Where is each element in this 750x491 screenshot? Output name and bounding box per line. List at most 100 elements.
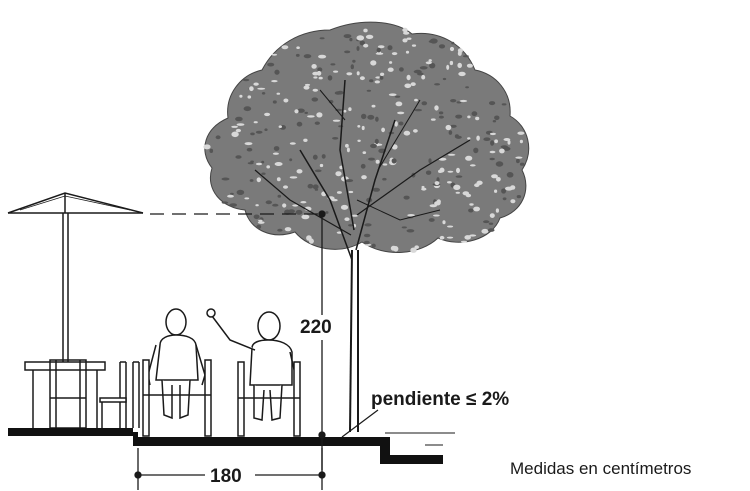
slope-label: pendiente ≤ 2% (371, 389, 509, 410)
leaf-mark (235, 128, 241, 133)
leaf-mark (304, 83, 311, 86)
leaf-mark (264, 112, 271, 117)
leaf-mark (495, 161, 504, 167)
leaf-mark (425, 170, 432, 175)
leaf-mark (272, 152, 279, 155)
leaf-mark (468, 208, 474, 213)
leaf-mark (380, 72, 385, 77)
leaf-mark (221, 201, 229, 204)
leaf-mark (434, 105, 439, 111)
leaf-mark (370, 60, 377, 66)
leaf-mark (487, 228, 495, 232)
leaf-mark (325, 211, 329, 214)
leaf-mark (414, 98, 418, 102)
leaf-mark (462, 191, 470, 196)
leaf-mark (256, 224, 262, 229)
leaf-mark (371, 243, 376, 248)
leaf-mark (489, 101, 496, 106)
leaf-mark (455, 191, 460, 194)
leaf-mark (261, 160, 265, 164)
leaf-mark (519, 162, 525, 166)
leaf-mark (351, 214, 359, 217)
leaf-mark (490, 140, 495, 146)
leaf-mark (255, 204, 259, 207)
leaf-mark (292, 204, 299, 207)
leaf-mark (421, 187, 427, 191)
leaf-mark (313, 76, 318, 79)
width-dimension (134, 448, 326, 490)
leaf-mark (505, 186, 513, 191)
leaf-mark (289, 142, 296, 145)
leaf-mark (447, 225, 454, 228)
leaf-mark (434, 83, 441, 86)
leaf-mark (438, 157, 447, 161)
leaf-mark (394, 121, 398, 127)
leaf-mark (466, 63, 473, 68)
leaf-mark (471, 111, 478, 117)
leaf-mark (318, 76, 323, 80)
leaf-mark (474, 183, 480, 188)
leaf-mark (413, 129, 418, 133)
leaf-mark (312, 71, 319, 76)
leaf-mark (350, 64, 354, 70)
leaf-mark (496, 177, 501, 182)
leaf-mark (438, 111, 444, 115)
leaf-mark (359, 76, 365, 81)
units-note: Medidas en centímetros (510, 459, 691, 478)
leaf-mark (335, 171, 342, 177)
leaf-mark (271, 80, 278, 83)
leaf-mark (387, 67, 394, 72)
leaf-mark (489, 132, 496, 136)
leaf-mark (277, 228, 283, 232)
leaf-mark (352, 59, 356, 63)
leaf-mark (365, 34, 374, 40)
leaf-mark (439, 167, 445, 173)
leaf-mark (379, 76, 384, 80)
leaf-mark (414, 245, 420, 249)
leaf-mark (314, 188, 319, 191)
leaf-mark (256, 177, 261, 183)
leaf-mark (343, 109, 347, 113)
leaf-mark (361, 175, 367, 180)
leaf-mark (340, 204, 349, 210)
leaf-mark (438, 115, 444, 119)
leaf-mark (363, 28, 368, 33)
leaf-mark (492, 120, 497, 123)
leaf-mark (433, 214, 440, 217)
leaf-mark (312, 184, 319, 190)
leaf-mark (495, 208, 499, 213)
leaf-mark (297, 108, 305, 113)
leaf-mark (253, 121, 258, 124)
leaf-mark (348, 224, 354, 227)
leaf-mark (391, 52, 398, 56)
umbrella (7, 192, 144, 362)
leaf-mark (403, 31, 410, 35)
leaf-mark (456, 167, 460, 174)
leaf-mark (436, 199, 441, 204)
leaf-mark (294, 109, 299, 114)
leaf-mark (489, 150, 496, 154)
leaf-mark (243, 106, 252, 112)
leaf-mark (375, 76, 381, 79)
leaf-mark (284, 227, 292, 232)
leaf-mark (469, 164, 476, 167)
leaf-mark (312, 154, 318, 160)
leaf-mark (434, 181, 440, 186)
leaf-mark (311, 97, 319, 102)
leaf-mark (507, 139, 511, 145)
leaf-mark (406, 37, 412, 40)
leaf-mark (361, 125, 365, 131)
leaf-mark (244, 142, 253, 146)
leaf-mark (236, 123, 245, 126)
leaf-mark (413, 69, 422, 74)
leaf-mark (288, 209, 295, 214)
leaf-mark (283, 98, 289, 103)
leaf-mark (235, 155, 242, 159)
leaf-mark (376, 47, 381, 53)
leaf-mark (356, 46, 360, 51)
leaf-mark (283, 185, 288, 189)
leaf-mark (300, 201, 307, 204)
leaf-mark (242, 78, 250, 82)
leaf-mark (483, 137, 491, 141)
leaf-mark (428, 59, 432, 62)
